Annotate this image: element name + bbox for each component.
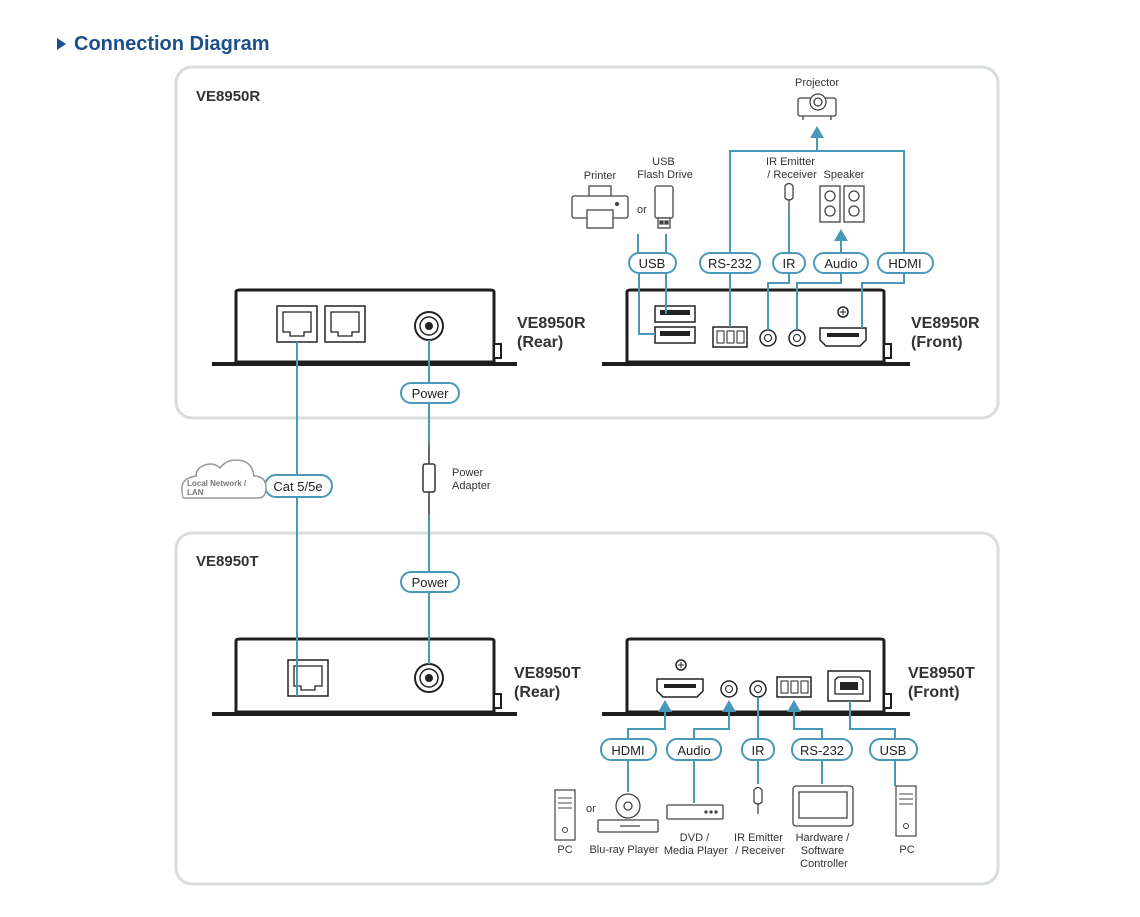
- power-label-pill: [400, 382, 460, 404]
- arrow-up-icon: [658, 700, 672, 712]
- arrow-up-icon: [722, 700, 736, 712]
- receiver-front-label: VE8950R (Front): [911, 315, 984, 351]
- terminal-block-icon: [776, 676, 812, 698]
- projector-icon: [797, 93, 837, 120]
- arrow-up-icon: [834, 229, 848, 241]
- receiver-ir-label: IR: [783, 256, 796, 271]
- dvd-label: DVD / Media Player: [664, 832, 729, 857]
- audio-jack-icon: [788, 329, 806, 347]
- usb-flash-drive-icon: [654, 185, 674, 229]
- audio-jack-icon: [720, 680, 738, 698]
- hdmi-port-icon: [656, 678, 704, 698]
- arrow-up-icon: [787, 700, 801, 712]
- hdmi-label-pill: [877, 252, 934, 274]
- hdmi-port-icon: [819, 327, 867, 347]
- transmitter-rs232-label: RS-232: [800, 743, 844, 758]
- controller-label: Hardware / Software Controller: [796, 832, 853, 870]
- ir-label-pill: [741, 738, 775, 761]
- usb-label-pill: [628, 252, 677, 274]
- ir-jack-icon: [759, 329, 777, 347]
- cables: [296, 138, 905, 803]
- controller-monitor-icon: [792, 785, 854, 827]
- screw-icon: [675, 659, 687, 671]
- pc-or-label: or: [586, 803, 596, 815]
- hdmi-label-pill: [600, 738, 657, 761]
- transmitter-rear-device: [212, 637, 517, 716]
- rj45-port-icon: [276, 305, 318, 343]
- terminal-block-icon: [712, 326, 748, 348]
- bluray-label: Blu-ray Player: [589, 844, 658, 856]
- receiver-rear-label: VE8950R (Rear): [517, 315, 590, 351]
- receiver-panel: [174, 65, 1000, 420]
- speaker-icon: [819, 185, 865, 223]
- usb-flash-label: USB Flash Drive: [637, 156, 693, 181]
- transmitter-front-label: VE8950T (Front): [908, 665, 979, 701]
- rs232-label-pill: [791, 738, 853, 761]
- dc-power-jack-icon: [414, 311, 444, 341]
- transmitter-front-device: [602, 637, 910, 716]
- cat5-label: Cat 5/5e: [273, 479, 322, 494]
- transmitter-usb-label: USB: [880, 743, 907, 758]
- dc-power-jack-icon: [414, 663, 444, 693]
- rj45-port-icon: [287, 659, 329, 697]
- rj45-port-icon: [324, 305, 366, 343]
- audio-label-pill: [813, 252, 869, 274]
- receiver-audio-label: Audio: [824, 256, 857, 271]
- cloud-icon: [181, 459, 267, 499]
- power-adapter-label: Power Adapter: [452, 467, 491, 492]
- transmitter-ir-label: IR: [752, 743, 765, 758]
- usb-b-port-icon: [827, 670, 871, 702]
- pc-left-label: PC: [557, 844, 572, 856]
- ir-emitter-icon: [784, 182, 794, 210]
- arrowheads: [658, 126, 848, 712]
- ir-emitter-icon: [753, 786, 763, 814]
- section-title: Connection Diagram: [57, 31, 270, 57]
- transmitter-panel-label: VE8950T: [196, 553, 259, 570]
- receiver-panel-label: VE8950R: [196, 88, 260, 105]
- ir-label-pill: [772, 252, 806, 274]
- receiver-front-device: [602, 288, 910, 366]
- receiver-hdmi-label: HDMI: [888, 256, 921, 271]
- transmitter-ir-emitter-label: IR Emitter / Receiver: [734, 832, 786, 857]
- receiver-rs232-label: RS-232: [708, 256, 752, 271]
- receiver-ir-emitter-label: IR Emitter / Receiver: [766, 156, 818, 181]
- transmitter-hdmi-label: HDMI: [611, 743, 644, 758]
- power-adapter-plug-icon: [422, 444, 436, 515]
- pc-tower-icon: [895, 785, 917, 837]
- triangle-bullet-icon: [57, 38, 66, 50]
- bluray-player-icon: [597, 793, 659, 833]
- printer-label: Printer: [584, 170, 617, 182]
- printer-or-label: or: [637, 204, 647, 216]
- receiver-usb-label: USB: [639, 256, 666, 271]
- pc-right-label: PC: [899, 844, 914, 856]
- screw-icon: [837, 306, 849, 318]
- speaker-label: Speaker: [824, 169, 865, 181]
- receiver-rear-device: [212, 288, 517, 366]
- dvd-player-icon: [666, 804, 724, 820]
- power-label-pill: [400, 571, 460, 593]
- printer-icon: [571, 185, 629, 229]
- audio-label-pill: [666, 738, 722, 761]
- diagram-title: Connection Diagram: [74, 32, 270, 55]
- pc-tower-icon: [554, 789, 576, 841]
- projector-label: Projector: [795, 77, 839, 89]
- arrow-up-icon: [810, 126, 824, 138]
- cloud-label: Local Network / LAN: [187, 479, 248, 497]
- transmitter-panel: [174, 531, 1000, 886]
- receiver-power-label: Power: [412, 386, 450, 401]
- rs232-label-pill: [699, 252, 761, 274]
- transmitter-power-label: Power: [412, 575, 450, 590]
- usb-label-pill: [869, 738, 918, 761]
- transmitter-audio-label: Audio: [677, 743, 710, 758]
- transmitter-rear-label: VE8950T (Rear): [514, 665, 585, 701]
- ir-jack-icon: [749, 680, 767, 698]
